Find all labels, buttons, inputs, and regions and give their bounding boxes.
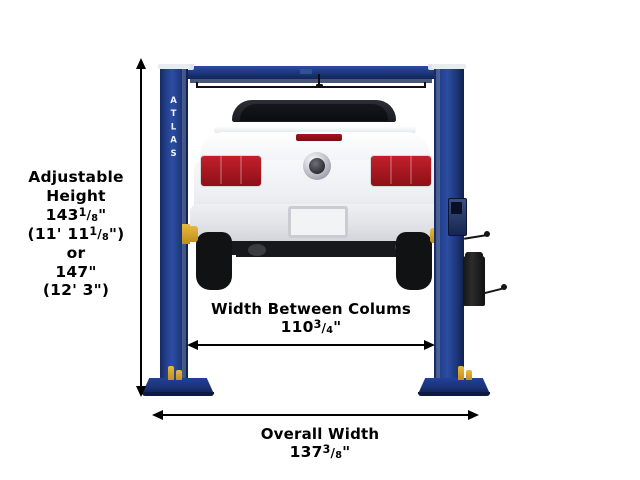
taillight-right-divider-2 — [410, 156, 412, 184]
column-right-highlight — [436, 68, 440, 382]
hose-hook — [318, 74, 320, 86]
rear-emblem-inner — [309, 158, 325, 174]
adjustable-height-line1: Adjustable — [28, 168, 124, 186]
tire-right — [396, 232, 432, 290]
license-plate — [288, 206, 348, 238]
overall-width-arrow-line — [162, 414, 470, 416]
wbc-unit: " — [333, 318, 342, 337]
width-between-columns-label: Width Between Colums — [210, 300, 412, 318]
ah-alt-fraction: 1/8 — [89, 224, 109, 243]
base-plate-right — [418, 378, 490, 394]
wbc-frac-den: 4 — [326, 325, 334, 337]
ah-frac-den: 8 — [91, 212, 99, 224]
width-between-columns-arrowhead-right — [424, 340, 435, 350]
width-between-columns-arrow-line — [196, 344, 426, 346]
ow-frac-slash: / — [330, 445, 336, 460]
overall-width-callout: Overall Width 137 3/8" — [215, 425, 425, 462]
ah-alt-frac-num: 1 — [89, 224, 98, 238]
power-unit-collar — [465, 252, 483, 258]
adjustable-height-arrowhead-top — [136, 58, 146, 69]
taillight-left-divider-1 — [220, 156, 222, 184]
adjustable-height-fraction: 1/8 — [78, 205, 99, 224]
width-between-columns-arrowhead-left — [187, 340, 198, 350]
taillight-right — [370, 155, 432, 187]
car-rear-window — [240, 104, 388, 121]
ow-whole: 137 — [289, 443, 323, 462]
hose-hook-tip — [316, 84, 323, 87]
ow-fraction: 3/8 — [322, 443, 343, 462]
beam-bracket-center — [300, 69, 312, 74]
overhead-cable — [196, 86, 426, 88]
release-lever-lower[interactable] — [483, 287, 503, 295]
taillight-left — [200, 155, 262, 187]
anchor-bolt-right-1 — [458, 366, 464, 380]
wbc-fraction: 3/4 — [313, 318, 334, 337]
wbc-whole: 110 — [280, 318, 314, 337]
control-panel-display — [451, 202, 462, 214]
exhaust-tip-left — [248, 244, 266, 256]
ow-frac-num: 3 — [322, 443, 331, 457]
release-lever-upper[interactable] — [463, 234, 487, 240]
overhead-beam-shadow — [190, 79, 432, 83]
anchor-bolt-left-2 — [176, 370, 182, 380]
base-plate-right-lip — [418, 392, 490, 396]
base-plate-left-lip — [142, 392, 214, 396]
ah-alt-close: ") — [108, 224, 125, 243]
adjustable-height-callout: Adjustable Height 143 1/8" (11' 11 1/8")… — [6, 168, 146, 300]
ow-unit: " — [342, 443, 351, 462]
ah-frac-num: 1 — [78, 205, 87, 219]
taillight-right-divider-1 — [390, 156, 392, 184]
rear-axle — [236, 250, 396, 257]
release-lever-lower-knob[interactable] — [501, 284, 507, 290]
tire-left — [196, 232, 232, 290]
adjustable-height-line2: Height — [46, 186, 106, 205]
overall-width-text-label: Overall Width — [260, 425, 380, 443]
ah-alt-frac-den: 8 — [101, 231, 109, 243]
power-unit — [463, 256, 485, 306]
center-brake-light — [296, 134, 342, 141]
base-plate-left — [142, 378, 214, 394]
ah-frac-slash: / — [86, 208, 92, 223]
adjustable-height-arrowhead-bottom — [136, 386, 146, 397]
taillight-left-divider-2 — [240, 156, 242, 184]
ow-frac-den: 8 — [335, 450, 343, 462]
overall-width-arrowhead-left — [152, 410, 163, 420]
width-between-columns-callout: Width Between Colums 110 3/4" — [180, 300, 442, 337]
wbc-frac-slash: / — [321, 320, 327, 335]
adjustable-height-value-2: 147" — [55, 262, 97, 281]
column-right-cap — [432, 64, 466, 69]
cable-drop-right — [424, 82, 426, 88]
adjustable-height-alt-value-2: (12' 3") — [42, 281, 110, 300]
adjustable-height-value: 143 1/8" — [6, 206, 146, 225]
anchor-bolt-left-1 — [168, 366, 174, 380]
car-spoiler — [214, 126, 416, 134]
release-lever-upper-knob[interactable] — [484, 231, 490, 237]
ah-alt-frac-slash: / — [97, 227, 102, 241]
wbc-frac-num: 3 — [313, 318, 322, 332]
overall-width-arrowhead-right — [468, 410, 479, 420]
anchor-bolt-right-2 — [466, 370, 472, 380]
adjustable-height-unit: " — [98, 205, 107, 224]
carriage-left — [182, 224, 190, 244]
adjustable-height-alt-value: (11' 11 1/8") — [6, 225, 146, 244]
adjustable-height-connector: or — [66, 243, 86, 262]
width-between-columns-value: 110 3/4" — [180, 318, 442, 337]
adjustable-height-arrow-line — [140, 68, 142, 388]
adjustable-height-whole: 143 — [45, 205, 79, 224]
ah-alt-whole: 11 — [67, 224, 90, 243]
cable-drop-left — [196, 82, 198, 88]
ah-alt-open: (11' — [27, 224, 62, 243]
atlas-logo-left: ATLAS — [168, 96, 179, 162]
column-left-cap — [158, 64, 190, 69]
overall-width-value: 137 3/8" — [215, 443, 425, 462]
